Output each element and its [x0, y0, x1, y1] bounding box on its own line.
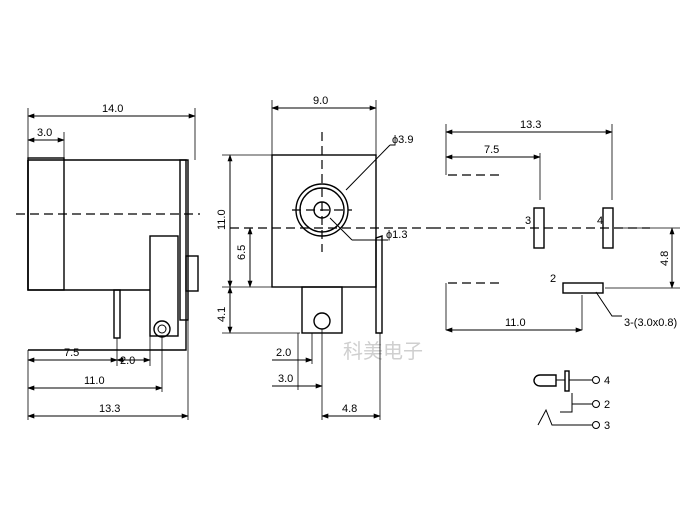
dim-foot-pin: 7.5	[484, 144, 499, 156]
dim-side-pin1: 7.5	[64, 347, 79, 359]
dim-foot-offset: 11.0	[505, 317, 526, 329]
front-view: 9.0 11.0 6.5 4.1 ϕ3.9 ϕ1.3 2.0 3.0 4.8	[216, 95, 432, 420]
dim-side-width: 14.0	[102, 103, 123, 115]
dim-front-pin-height: 4.1	[216, 307, 228, 322]
dim-side-total: 13.3	[99, 403, 120, 415]
dim-front-pin-side: 4.8	[342, 403, 357, 415]
dim-front-center: 6.5	[236, 245, 248, 260]
schematic-4: 4	[604, 375, 610, 387]
side-view: 14.0 3.0 7.5 2.0 11.0 13.3	[16, 103, 200, 420]
dim-front-width: 9.0	[313, 95, 328, 107]
dim-hole-inner: ϕ1.3	[386, 229, 407, 241]
dim-foot-vert: 4.8	[659, 251, 671, 266]
dim-front-pin-w: 2.0	[276, 347, 291, 359]
dim-foot-total: 13.3	[520, 119, 541, 131]
dim-side-pin2: 2.0	[120, 355, 135, 367]
dim-front-pin-offset: 3.0	[278, 373, 293, 385]
schematic-symbol: 4 2 3	[533, 370, 610, 432]
schematic-2: 2	[604, 399, 610, 411]
dim-side-pin3: 11.0	[84, 375, 105, 387]
dim-pad-size: 3-(3.0x0.8)	[624, 317, 677, 329]
pad-label-2: 2	[550, 273, 556, 285]
dim-hole-outer: ϕ3.9	[392, 134, 413, 146]
watermark: 科美电子	[343, 340, 423, 363]
schematic-3: 3	[604, 420, 610, 432]
pad-label-4: 4	[597, 215, 603, 227]
pad-label-3: 3	[525, 215, 531, 227]
dim-front-height: 11.0	[216, 209, 228, 230]
footprint-view: 3 4 2 13.3 7.5 11.0 4.8 3-(3.0x0.8)	[432, 119, 680, 333]
dim-side-front: 3.0	[37, 127, 52, 139]
